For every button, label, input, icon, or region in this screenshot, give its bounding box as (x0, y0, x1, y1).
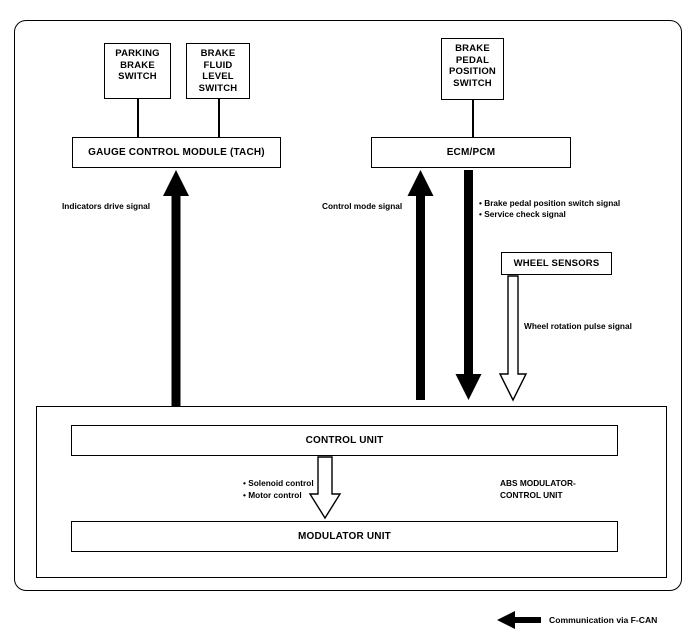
connector-parking-brake-to-gauge (137, 99, 139, 138)
box-brake-pedal-position-switch: BRAKE PEDAL POSITION SWITCH (441, 38, 504, 100)
label-control-mode-signal: Control mode signal (322, 201, 403, 211)
brake-pedal-position-switch-line-3: POSITION (449, 66, 496, 77)
connector-brake-pedal-to-ecm (472, 100, 474, 138)
label-solenoid-control: • Solenoid control (243, 478, 314, 488)
brake-fluid-level-switch-line-3: LEVEL (202, 71, 234, 82)
parking-brake-switch-line-3: SWITCH (118, 71, 157, 82)
box-parking-brake-switch: PARKING BRAKE SWITCH (104, 43, 171, 99)
brake-pedal-position-switch-line-1: BRAKE (455, 43, 490, 54)
connector-brake-fluid-to-gauge (218, 99, 220, 138)
brake-pedal-position-switch-line-4: SWITCH (453, 77, 492, 89)
control-unit-label: CONTROL UNIT (305, 435, 384, 446)
brake-fluid-level-switch-line-4: SWITCH (198, 82, 238, 94)
gauge-control-module-label: GAUGE CONTROL MODULE (TACH) (88, 147, 265, 158)
label-motor-control: • Motor control (243, 489, 302, 500)
box-control-unit: CONTROL UNIT (71, 425, 618, 456)
brake-pedal-position-switch-line-2: PEDAL (455, 54, 490, 66)
wheel-sensors-label: WHEEL SENSORS (513, 258, 600, 269)
label-ecm-signals: • Brake pedal position switch signal • S… (479, 198, 620, 220)
modulator-unit-label: MODULATOR UNIT (298, 531, 391, 542)
label-wheel-rotation-pulse-signal: Wheel rotation pulse signal (524, 321, 632, 331)
label-indicators-drive-signal: Indicators drive signal (62, 201, 151, 211)
legend-left-arrow-icon (497, 611, 541, 629)
brake-fluid-level-switch-line-1: BRAKE (200, 48, 236, 59)
parking-brake-switch-line-1: PARKING (115, 48, 160, 59)
ecm-pcm-label: ECM/PCM (446, 147, 496, 158)
abs-modulator-caption-line-1: ABS MODULATOR- (500, 478, 576, 488)
box-brake-fluid-level-switch: BRAKE FLUID LEVEL SWITCH (186, 43, 250, 99)
label-control-unit-outputs: • Solenoid control • Motor control (243, 478, 314, 501)
label-brake-pedal-position-switch-signal: • Brake pedal position switch signal (479, 198, 621, 208)
diagram-outer-frame (14, 20, 682, 591)
label-service-check-signal: • Service check signal (479, 209, 566, 219)
parking-brake-switch-line-2: BRAKE (120, 59, 155, 71)
box-modulator-unit: MODULATOR UNIT (71, 521, 618, 552)
legend-label-communication-via-f-can: Communication via F-CAN (549, 615, 658, 625)
abs-modulator-control-unit-caption: ABS MODULATOR- CONTROL UNIT (500, 478, 576, 501)
box-wheel-sensors: WHEEL SENSORS (501, 252, 612, 275)
box-gauge-control-module: GAUGE CONTROL MODULE (TACH) (72, 137, 281, 168)
brake-fluid-level-switch-line-2: FLUID (203, 59, 233, 71)
abs-modulator-caption-line-2: CONTROL UNIT (500, 489, 563, 500)
box-ecm-pcm: ECM/PCM (371, 137, 571, 168)
